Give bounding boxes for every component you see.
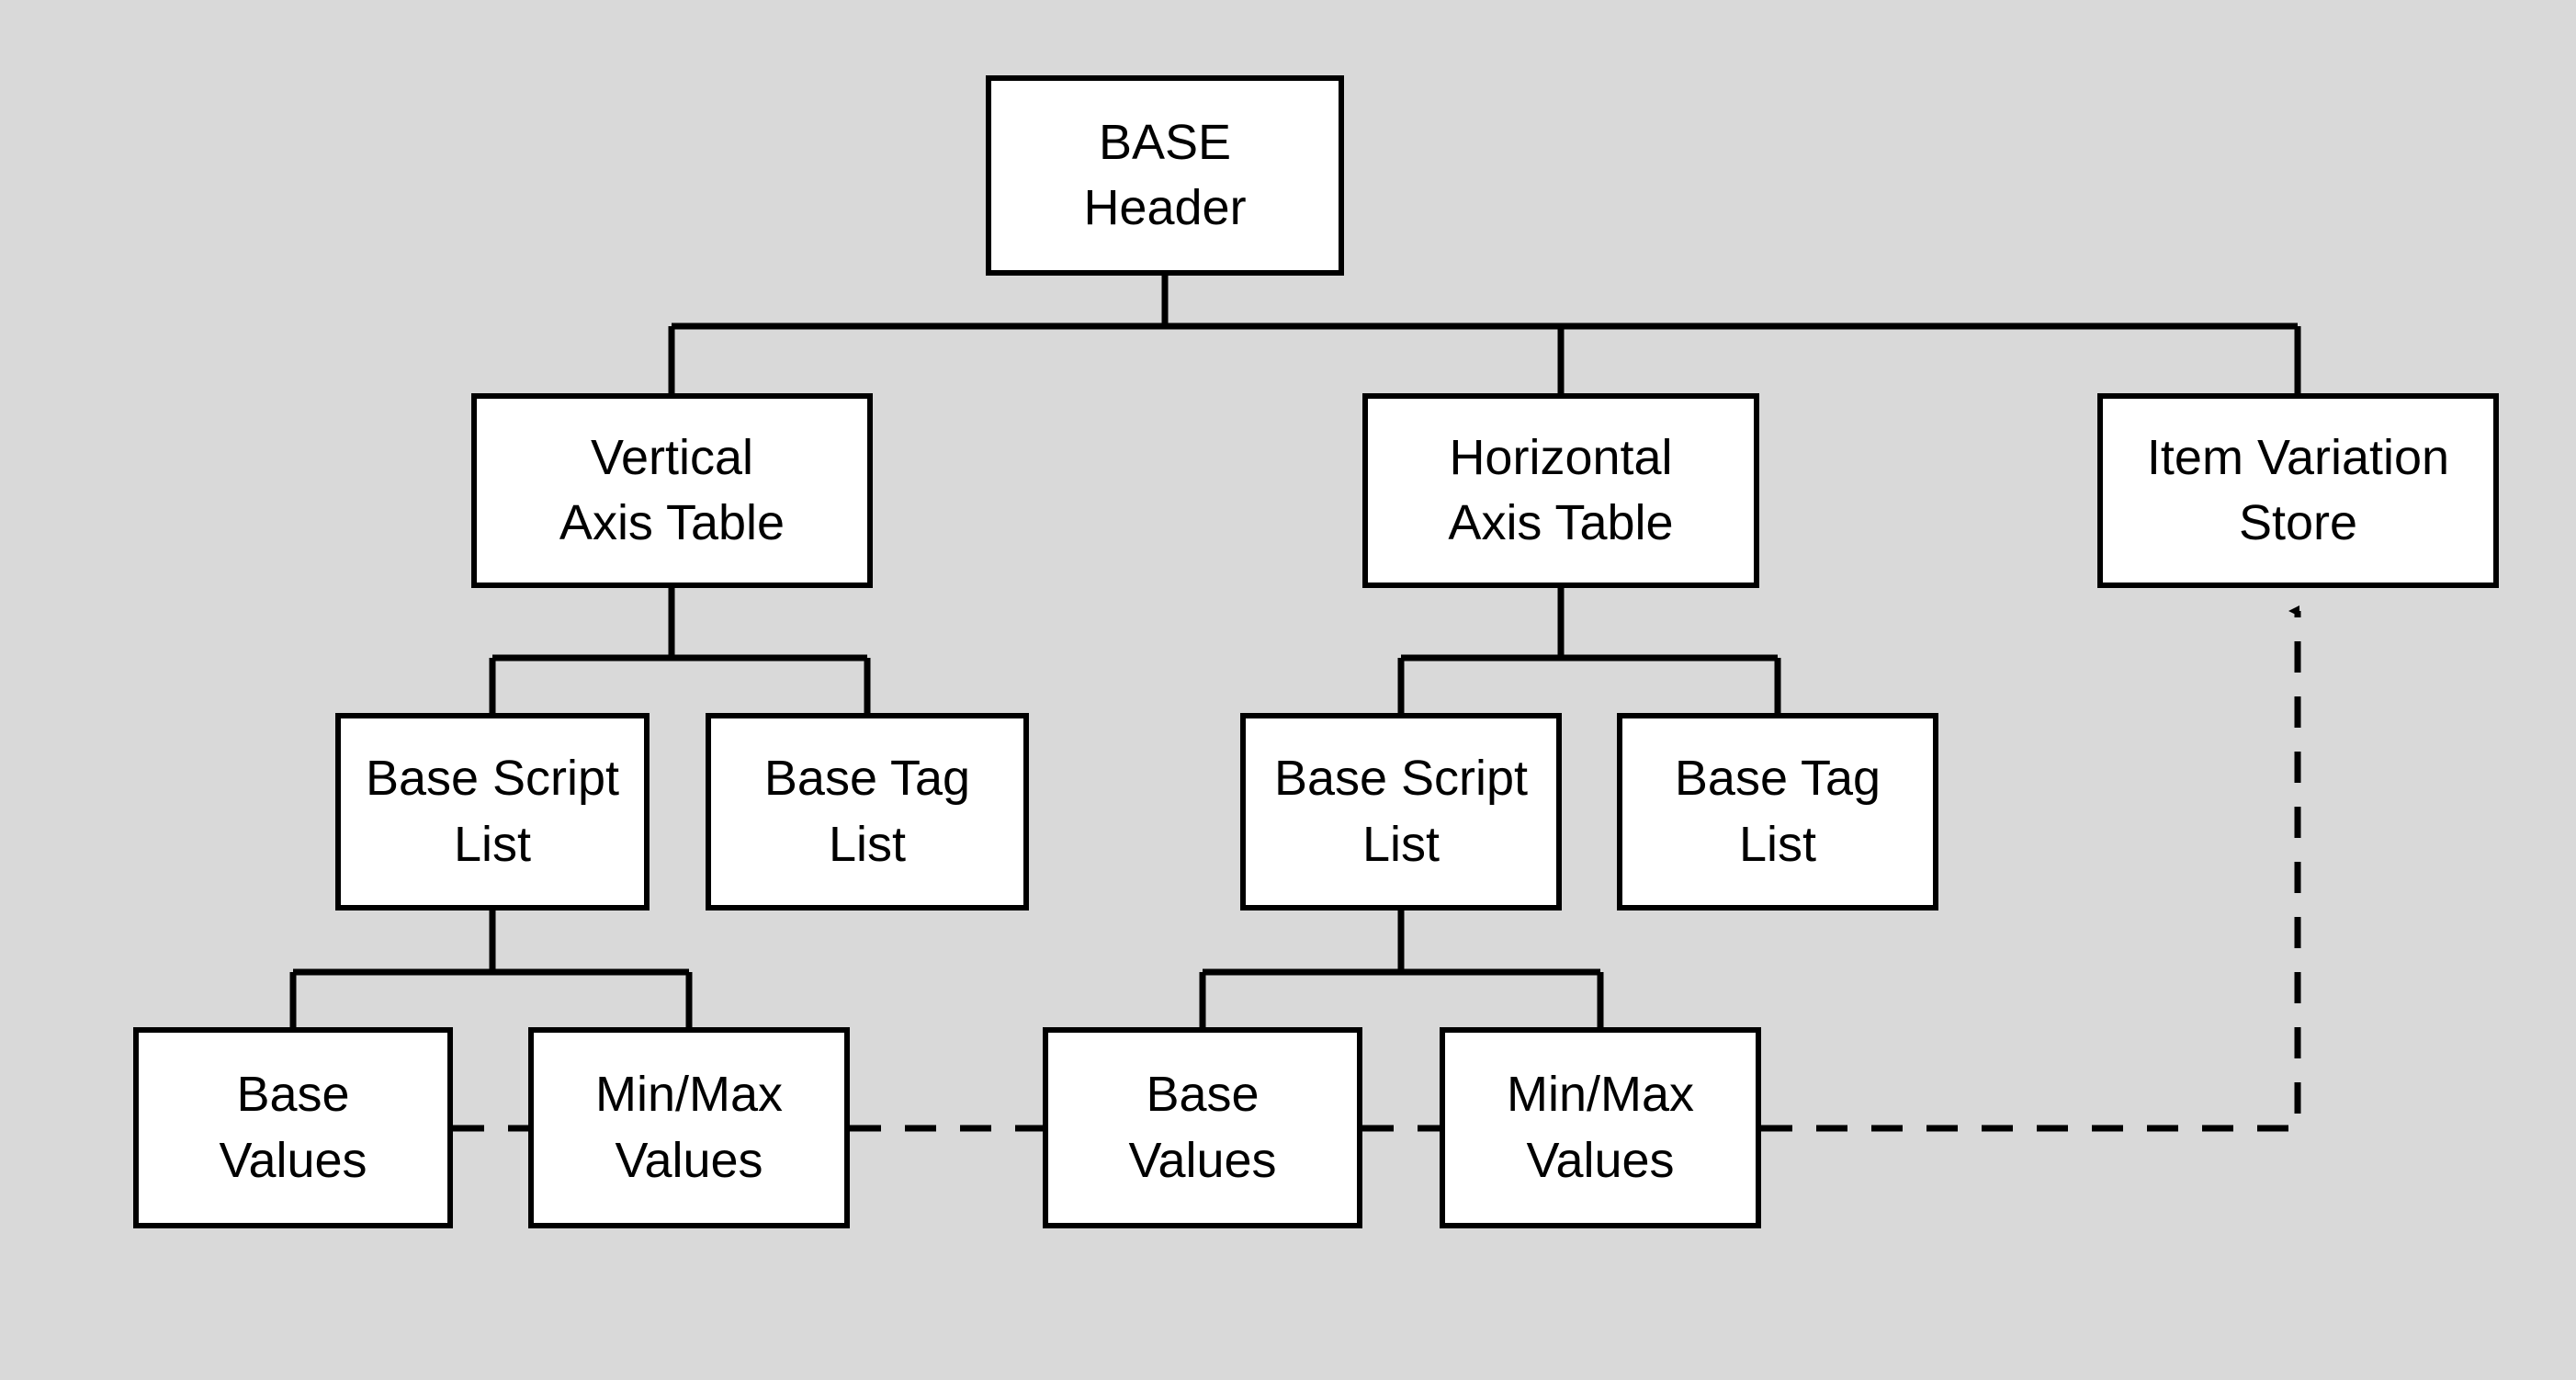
- node-minmax-values-right-line1: Min/Max: [1506, 1067, 1695, 1123]
- node-vertical-axis-table[interactable]: Vertical Axis Table: [471, 393, 873, 588]
- node-base-values-right-line2: Values: [1128, 1132, 1277, 1188]
- node-base-tag-list-right[interactable]: Base Tag List: [1617, 713, 1938, 911]
- node-base-script-list-right[interactable]: Base Script List: [1240, 713, 1562, 911]
- node-horizontal-axis-table-line1: Horizontal: [1449, 429, 1673, 485]
- node-base-header-line2: Header: [1083, 180, 1247, 235]
- node-base-values-left[interactable]: Base Values: [133, 1027, 453, 1228]
- node-base-values-left-line1: Base: [236, 1067, 350, 1123]
- node-horizontal-axis-table-line2: Axis Table: [1448, 495, 1674, 550]
- node-base-values-right-line1: Base: [1146, 1067, 1260, 1123]
- node-item-variation-store[interactable]: Item Variation Store: [2097, 393, 2499, 588]
- node-base-script-list-right-line2: List: [1361, 816, 1441, 872]
- node-base-tag-list-right-line1: Base Tag: [1674, 751, 1881, 807]
- node-base-tag-list-right-line2: List: [1738, 816, 1817, 872]
- node-item-variation-store-line1: Item Variation: [2146, 429, 2450, 485]
- node-base-header-line1: BASE: [1098, 114, 1232, 170]
- node-minmax-values-left-line1: Min/Max: [594, 1067, 784, 1123]
- node-horizontal-axis-table[interactable]: Horizontal Axis Table: [1362, 393, 1759, 588]
- node-base-script-list-right-line1: Base Script: [1273, 751, 1529, 807]
- node-minmax-values-right-line2: Values: [1526, 1132, 1675, 1188]
- node-vertical-axis-table-line2: Axis Table: [559, 495, 785, 550]
- node-minmax-values-left-line2: Values: [615, 1132, 763, 1188]
- node-base-tag-list-left[interactable]: Base Tag List: [706, 713, 1029, 911]
- node-item-variation-store-line2: Store: [2238, 495, 2358, 550]
- node-base-values-left-line2: Values: [219, 1132, 367, 1188]
- node-base-script-list-left-line1: Base Script: [365, 751, 620, 807]
- node-base-tag-list-left-line2: List: [828, 816, 907, 872]
- node-base-header[interactable]: BASE Header: [986, 75, 1344, 276]
- node-minmax-values-left[interactable]: Min/Max Values: [528, 1027, 850, 1228]
- node-base-script-list-left-line2: List: [453, 816, 532, 872]
- node-base-tag-list-left-line1: Base Tag: [763, 751, 971, 807]
- node-base-values-right[interactable]: Base Values: [1043, 1027, 1362, 1228]
- node-vertical-axis-table-line1: Vertical: [590, 429, 754, 485]
- node-minmax-values-right[interactable]: Min/Max Values: [1440, 1027, 1761, 1228]
- node-base-script-list-left[interactable]: Base Script List: [335, 713, 650, 911]
